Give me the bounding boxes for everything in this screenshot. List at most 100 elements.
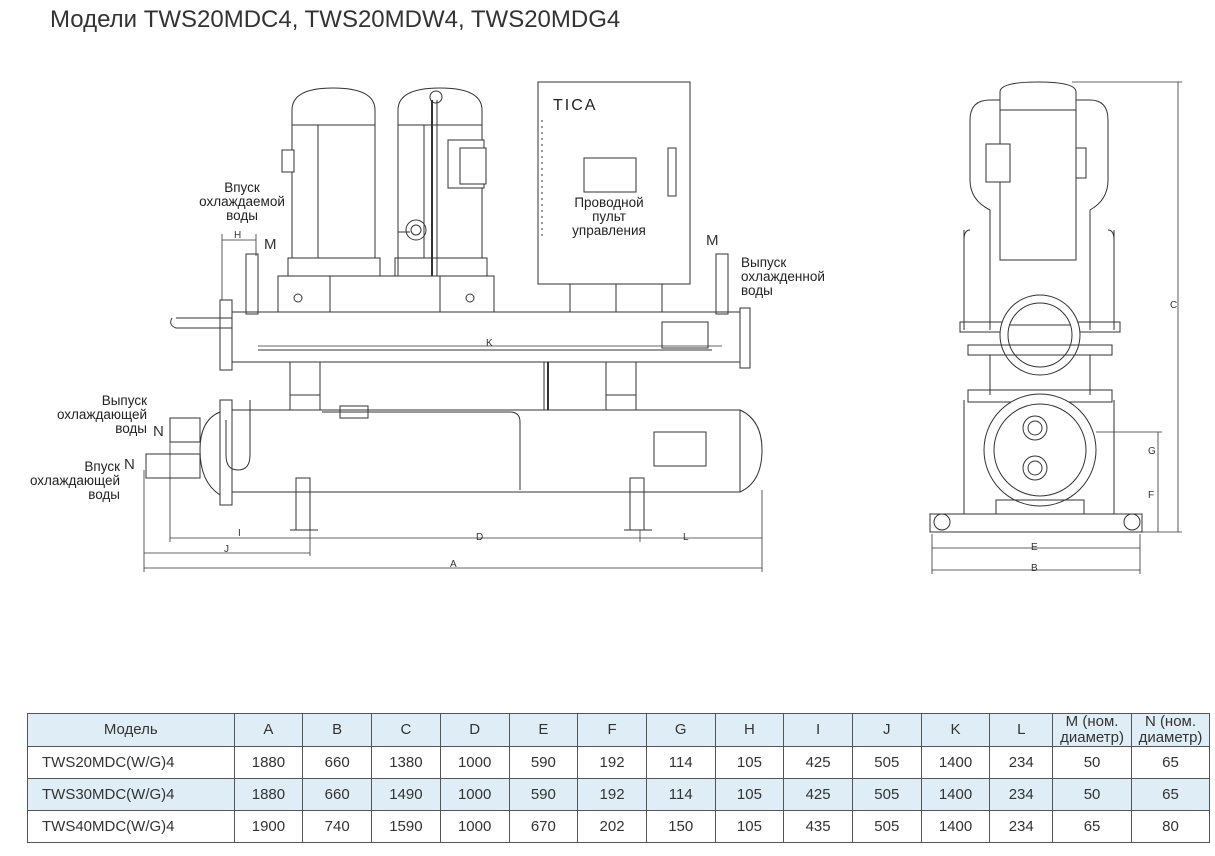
dim-A: A [450,559,457,570]
col-I: I [783,713,853,747]
side-view [929,81,1182,574]
cooling-out-line-3: воды [115,421,147,436]
table-cell: 202 [577,810,647,843]
col-G: G [645,713,716,747]
table-cell-model: TWS30MDC(W/G)4 [27,778,235,811]
col-D: D [439,713,510,747]
table-cell: 590 [508,746,579,779]
table-cell: 50 [1052,778,1132,811]
dim-C: C [1170,300,1178,311]
col-A: A [233,713,304,747]
table-cell: 1400 [920,810,991,843]
table-cell: 234 [989,746,1054,779]
dim-L: L [683,532,689,543]
table-cell: 1490 [371,778,441,811]
dim-E: E [1031,542,1038,553]
dim-N-inlet: N [124,456,135,473]
table-cell: 425 [783,778,853,811]
table-cell: 65 [1131,746,1210,779]
table-cell: 50 [1052,746,1132,779]
col-E: E [508,713,579,747]
chilled-out-line-3: воды [741,283,773,298]
table-cell: 1880 [233,778,304,811]
cooling-out-line-1: Выпуск [101,393,147,408]
table-cell: 65 [1131,778,1210,811]
spec-table-header-row: Модель A B C D E F G H I J K L M (ном. д… [27,713,1210,747]
col-model: Модель [27,713,235,747]
chilled-water-outlet-label: Выпуск охлажденной воды [741,256,825,298]
col-J: J [851,713,922,747]
col-H: H [714,713,785,747]
table-cell: 192 [577,778,647,811]
brand-label: TICA [553,97,598,114]
side-dimensions [931,81,1182,574]
panel-label: Проводной пульт управления [556,196,662,238]
panel-label-line-2: пульт [592,209,626,224]
table-cell: 1380 [371,746,441,779]
cooling-out-line-2: охлаждающей [56,407,147,422]
table-cell: 1900 [233,810,304,843]
chilled-in-line-3: воды [226,208,258,223]
dim-M-left: M [264,236,277,253]
table-cell: 1400 [920,778,991,811]
table-cell: 505 [851,810,922,843]
cooling-in-line-3: воды [88,487,120,502]
condenser [145,399,763,506]
table-cell: 505 [851,778,922,811]
spec-table: Модель A B C D E F G H I J K L M (ном. д… [27,713,1210,843]
table-cell: 740 [302,810,372,843]
technical-drawing [143,81,1182,574]
table-cell: 192 [577,746,647,779]
table-cell: 590 [508,778,579,811]
table-cell: 114 [645,746,716,779]
dim-N-outlet: N [153,423,164,440]
table-cell: 1000 [439,778,510,811]
chilled-out-line-2: охлажденной [741,269,825,284]
compressor-1 [281,87,381,277]
front-dimensions [143,234,763,572]
front-view [143,81,763,572]
cooling-water-outlet-label: Выпуск охлаждающей воды [40,394,147,436]
col-L: L [989,713,1054,747]
cooling-water-inlet-label: Впуск охлаждающей воды [12,460,120,502]
table-cell: 105 [714,778,785,811]
dim-I: I [238,528,241,539]
table-cell: 114 [645,778,716,811]
chilled-in-line-1: Впуск [224,180,260,195]
table-cell: 80 [1131,810,1210,843]
table-cell: 1590 [371,810,441,843]
table-cell: 65 [1052,810,1132,843]
table-cell: 105 [714,746,785,779]
col-C: C [371,713,441,747]
table-cell: 660 [302,746,372,779]
dim-H: H [234,230,242,241]
table-cell: 150 [645,810,716,843]
panel-label-line-3: управления [572,223,646,238]
table-cell: 234 [989,810,1054,843]
evaporator [170,253,751,371]
panel-label-line-1: Проводной [574,195,644,210]
cooling-in-line-1: Впуск [84,459,120,474]
table-cell: 1000 [439,746,510,779]
table-cell: 105 [714,810,785,843]
table-cell: 505 [851,746,922,779]
table-cell: 234 [989,778,1054,811]
dim-F: F [1148,490,1155,501]
dim-J: J [224,544,229,555]
table-cell: 1880 [233,746,304,779]
control-panel [537,81,691,315]
col-F: F [577,713,647,747]
table-cell: 1400 [920,746,991,779]
chilled-in-line-2: охлаждаемой [199,194,285,209]
table-cell: 1000 [439,810,510,843]
table-cell: 670 [508,810,579,843]
table-cell-model: TWS20MDC(W/G)4 [27,746,235,779]
dim-G: G [1148,446,1156,457]
table-cell: 435 [783,810,853,843]
table-cell-model: TWS40MDC(W/G)4 [27,810,235,843]
col-B: B [302,713,372,747]
col-K: K [920,713,991,747]
cooling-in-line-2: охлаждающей [29,473,120,488]
